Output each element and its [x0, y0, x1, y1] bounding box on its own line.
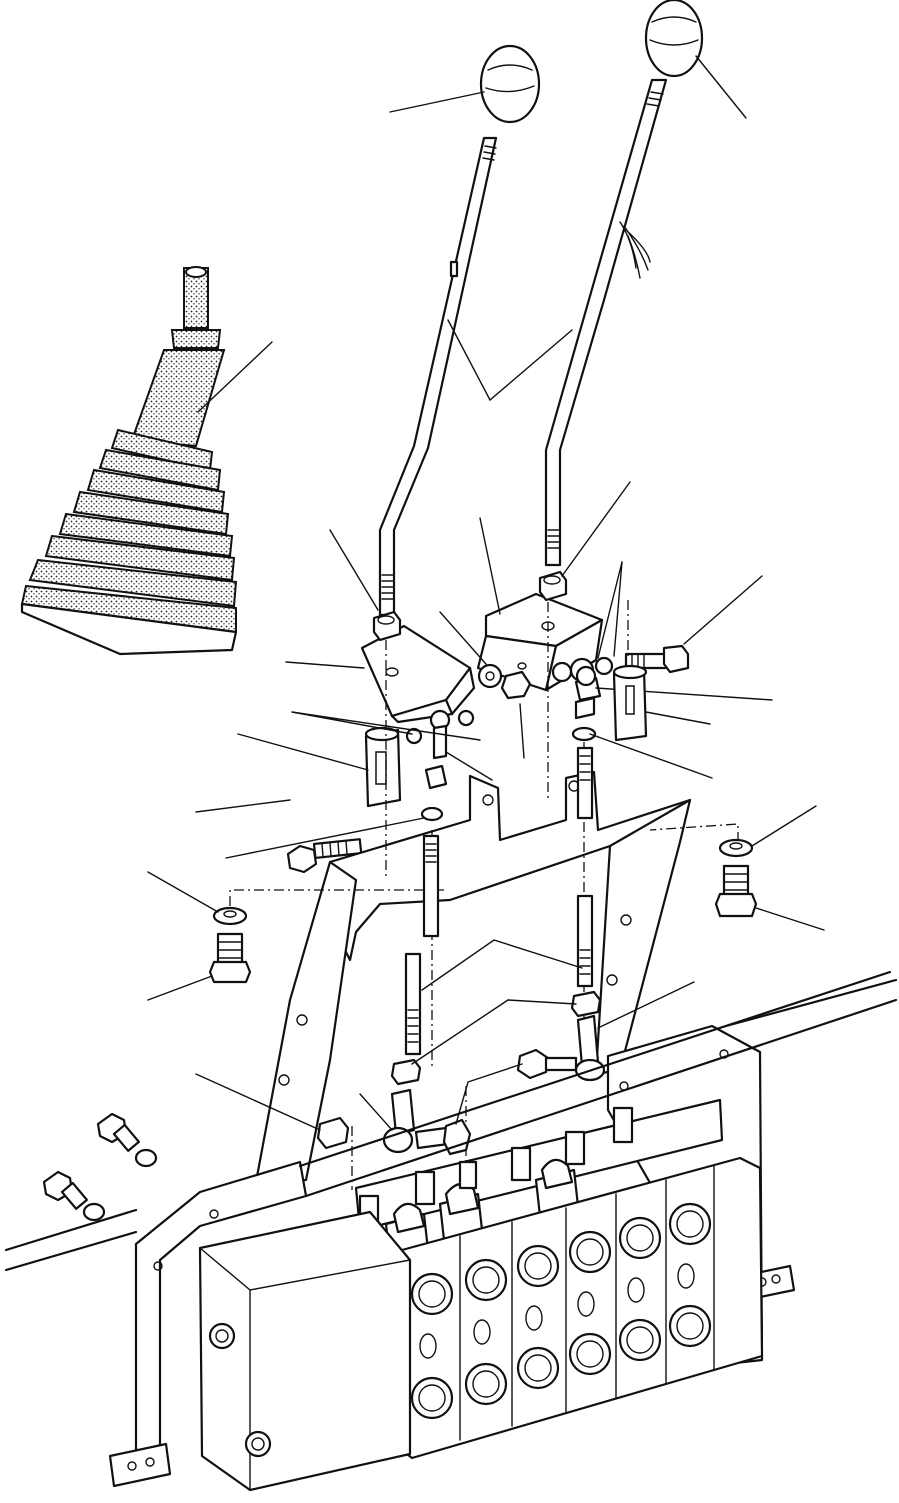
leader-line — [479, 517, 501, 615]
clevis-left — [364, 726, 423, 808]
leader-line — [237, 733, 369, 771]
linkage-rods — [404, 746, 594, 1056]
knob-left — [479, 44, 541, 124]
leader-line — [507, 999, 577, 1005]
leader-line — [225, 817, 425, 859]
knob-right — [644, 0, 704, 78]
bracket-left — [360, 624, 476, 724]
leader-line — [695, 55, 747, 119]
leader-line — [597, 561, 623, 659]
leader-line — [439, 611, 487, 665]
support-frame — [254, 770, 692, 1184]
leader-line — [613, 561, 623, 657]
leader-line — [597, 981, 695, 1029]
leader-line — [389, 91, 485, 113]
ball-joint-lower-left — [382, 1088, 416, 1154]
cross-member — [4, 970, 898, 1272]
leader-line — [683, 575, 763, 645]
nut-right-lever — [538, 570, 568, 602]
hex-bolt-lower-middle — [414, 1048, 578, 1156]
valve-ports — [410, 1202, 712, 1420]
leader-line — [561, 481, 631, 577]
hex-bolt-upper-right — [624, 644, 690, 674]
leader-line — [645, 711, 711, 725]
rubber-boot — [20, 266, 238, 656]
leader-line — [411, 999, 509, 1065]
leader-line — [197, 341, 273, 413]
washer-bolt-right — [714, 838, 758, 918]
leader-line — [755, 907, 825, 931]
leader-line — [195, 799, 291, 813]
washer-bolt-left — [208, 906, 252, 984]
clevis-right — [612, 664, 648, 742]
leader-line — [455, 1063, 523, 1125]
hex-bolt-left — [286, 838, 363, 874]
leader-line — [447, 319, 573, 402]
leader-line — [421, 939, 583, 991]
leader-line — [519, 703, 525, 759]
leader-line — [359, 1093, 393, 1131]
leader-line — [445, 751, 493, 781]
ball-joint-right — [571, 665, 602, 742]
control-valve — [198, 1098, 764, 1492]
small-bolts-left — [42, 1112, 158, 1222]
leader-line — [147, 871, 219, 913]
leader-line — [285, 661, 365, 669]
leader-line — [589, 733, 713, 779]
leader-line — [751, 805, 817, 847]
lever-left — [378, 136, 498, 617]
leader-line — [195, 1073, 321, 1131]
nut-left-lever — [372, 610, 402, 642]
ball-joint-left — [420, 709, 475, 822]
leader-line — [147, 975, 213, 1001]
leader-line — [329, 529, 379, 611]
lever-right — [544, 78, 668, 567]
